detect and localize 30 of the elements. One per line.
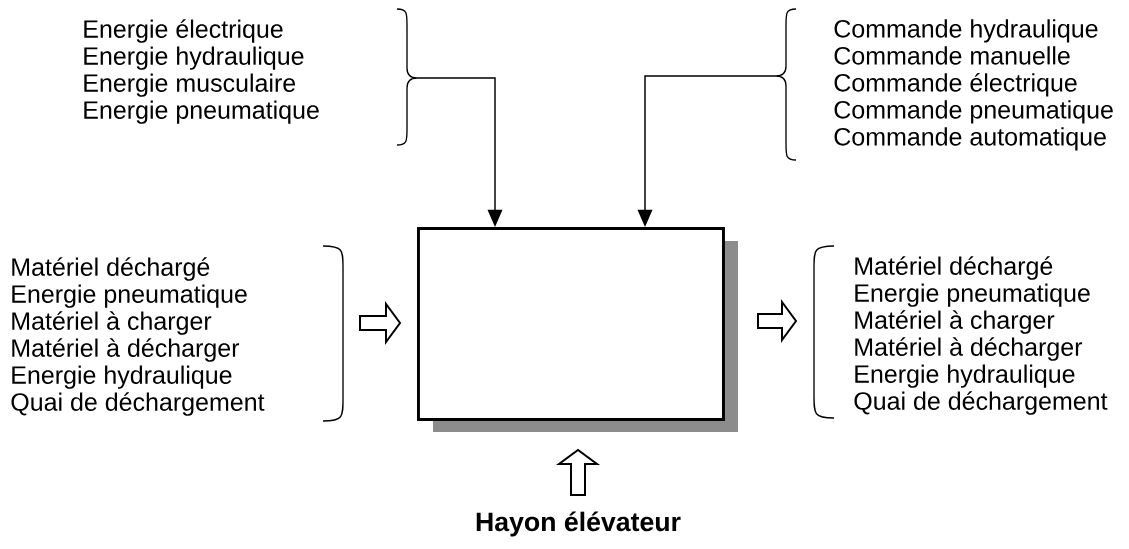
node-label: Matériel déchargé (12, 257, 210, 281)
text-list: Matériel déchargé Energie pneumatique Matériel à charger Matériel à décharger Energie hydraulique Quai de déchargement (11, 257, 265, 416)
node-label: Energie musculaire (84, 73, 296, 97)
hollow-arrow (757, 298, 798, 344)
node-label: Matériel à charger (12, 311, 212, 335)
node-label: Energie hydraulique (12, 365, 232, 389)
node-label: Energie hydraulique (84, 46, 304, 70)
node-label: Energie pneumatique (855, 283, 1090, 307)
text-list: Matériel déchargé Energie pneumatique Matériel à charger Matériel à décharger Energie hydraulique Quai de déchargement (854, 256, 1108, 415)
text-list: Commande hydraulique Commande manuelle Commande électrique Commande pneumatique Commande automatique (834, 19, 1113, 151)
system-name: Hayon élévateur (476, 511, 681, 537)
node-label: Commande électrique (834, 72, 1077, 97)
hollow-arrow (555, 448, 601, 496)
node-label: Commande automatique (834, 127, 1106, 151)
node-label: Matériel à décharger (855, 337, 1083, 361)
node-label: Energie électrique (84, 19, 283, 43)
node-label: Energie hydraulique (855, 364, 1075, 388)
process-box (417, 227, 738, 432)
node-label: Energie pneumatique (12, 284, 247, 308)
node-label: Matériel à décharger (12, 338, 240, 362)
node-label: Commande manuelle (834, 46, 1070, 65)
node-label: Quai de déchargement (854, 391, 1108, 415)
node-label: Commande pneumatique (834, 100, 1113, 124)
node-label: Matériel déchargé (855, 256, 1053, 280)
text-list: Energie électrique Energie hydraulique Energie musculaire Energie pneumatique (84, 19, 319, 124)
node-label: Energie pneumatique (84, 100, 319, 124)
node-label: Matériel à charger (855, 310, 1055, 334)
node-label: Quai de déchargement (11, 392, 265, 416)
node-label: Commande hydraulique (834, 19, 1098, 43)
hollow-arrow (359, 300, 402, 346)
